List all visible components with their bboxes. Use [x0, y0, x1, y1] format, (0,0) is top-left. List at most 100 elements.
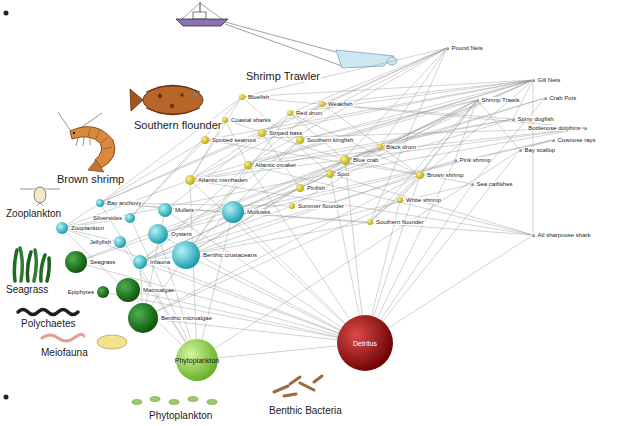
- node-disc: [56, 222, 68, 234]
- food-web-node: Bottlenose dolphins: [584, 127, 587, 130]
- node-circle: [244, 161, 252, 169]
- food-web-node: Mollusks: [222, 201, 244, 223]
- food-web-node: Seagrass: [65, 251, 87, 273]
- hull: [176, 19, 228, 26]
- node-label: Mullets: [174, 207, 195, 213]
- trawler-illustration: [176, 2, 397, 68]
- food-web-node: Coastal sharks: [222, 117, 228, 123]
- trophic-link: [245, 97, 584, 128]
- cell: [132, 400, 142, 405]
- food-web-node: Silversides: [125, 213, 135, 223]
- corner-mark: [4, 11, 9, 16]
- node-circle: [471, 183, 474, 186]
- trophic-link: [140, 269, 142, 303]
- node-disc: [201, 136, 209, 144]
- node-circle: [296, 184, 304, 192]
- seagrass-blade: [14, 250, 17, 281]
- node-label: Bay scallop: [524, 147, 557, 153]
- node-circle: [65, 251, 87, 273]
- node-circle: [239, 94, 245, 100]
- node-circle: [319, 101, 325, 107]
- trophic-link: [87, 265, 338, 335]
- trophic-link: [533, 82, 534, 234]
- trophic-link: [157, 201, 398, 311]
- trophic-link: [158, 320, 337, 340]
- copepod-body: [34, 187, 46, 203]
- bacterium: [284, 394, 296, 396]
- node-label: Oysters: [170, 231, 193, 237]
- food-web-node: Summer flounder: [289, 203, 295, 209]
- trophic-link: [389, 236, 532, 328]
- node-label: Red drum: [295, 110, 323, 116]
- node-circle: [326, 170, 334, 178]
- trophic-link: [245, 48, 446, 96]
- food-web-node: Atlantic croaker: [244, 161, 252, 169]
- food-web-node: Southern kingfish: [296, 136, 304, 144]
- node-label: Sea catfishes: [476, 181, 514, 187]
- node-disc: [148, 224, 168, 244]
- spot: [170, 104, 174, 108]
- trophic-link: [252, 128, 584, 164]
- node-disc: [446, 47, 449, 50]
- food-web-node: Bay scallop: [519, 149, 522, 152]
- segment: [103, 147, 112, 149]
- node-disc: [296, 136, 304, 144]
- node-disc: [244, 161, 252, 169]
- node-disc: [584, 127, 587, 130]
- meiofauna-blob: [97, 335, 127, 349]
- food-web-node: Shrimp Trawls: [476, 99, 479, 102]
- food-web-node: Spotted seatrout: [201, 136, 209, 144]
- seagrass-illustration: [14, 248, 49, 281]
- node-disc: [114, 236, 126, 248]
- node-disc: [239, 94, 245, 100]
- node-label: White shrimp: [405, 197, 442, 203]
- node-disc: [116, 278, 140, 302]
- node-label: Epiphytes: [67, 289, 95, 295]
- trophic-link: [195, 80, 532, 178]
- trophic-link: [200, 184, 471, 251]
- node-label: Seagrass: [89, 259, 116, 265]
- node-label: Benthic crustaceans: [202, 252, 258, 258]
- trophic-link: [241, 220, 345, 324]
- trophic-link: [140, 293, 338, 337]
- node-circle: [532, 234, 535, 237]
- node-disc: [222, 201, 244, 223]
- food-web-node: Detritus: [337, 315, 393, 371]
- trophic-link: [68, 182, 186, 226]
- node-label: Bay anchovy: [106, 200, 142, 206]
- trophic-link: [331, 178, 360, 316]
- tow-warp: [225, 24, 342, 66]
- segment: [96, 130, 100, 139]
- tail: [40, 203, 43, 206]
- node-label: Pinfish: [306, 185, 326, 191]
- trophic-link: [68, 230, 339, 333]
- illustration-label: Shrimp Trawler: [245, 70, 321, 82]
- cell: [188, 397, 198, 402]
- node-disc: [471, 183, 474, 186]
- node-disc: [319, 101, 325, 107]
- food-web-node: Southern flounder: [367, 219, 373, 225]
- node-disc: [128, 303, 158, 333]
- node-circle: [416, 171, 424, 179]
- node-label: Blue crab: [352, 157, 379, 163]
- cell: [169, 400, 179, 405]
- node-circle: [296, 136, 304, 144]
- node-disc: [416, 171, 424, 179]
- seagrass-blade: [34, 250, 36, 281]
- node-circle: [201, 136, 209, 144]
- trophic-link: [252, 80, 532, 163]
- trophic-link: [202, 223, 230, 340]
- seagrass-blade: [27, 252, 31, 281]
- node-circle: [476, 99, 479, 102]
- node-disc: [185, 175, 195, 185]
- node-label: Striped bass: [268, 130, 303, 136]
- node-disc: [552, 139, 555, 142]
- trophic-link: [168, 140, 552, 231]
- node-label: Weakfish: [327, 101, 354, 107]
- node-label: Cownose rays: [557, 137, 597, 143]
- node-circle: [114, 236, 126, 248]
- food-web-node: Spot: [326, 170, 334, 178]
- food-web-node: Sea catfishes: [471, 183, 474, 186]
